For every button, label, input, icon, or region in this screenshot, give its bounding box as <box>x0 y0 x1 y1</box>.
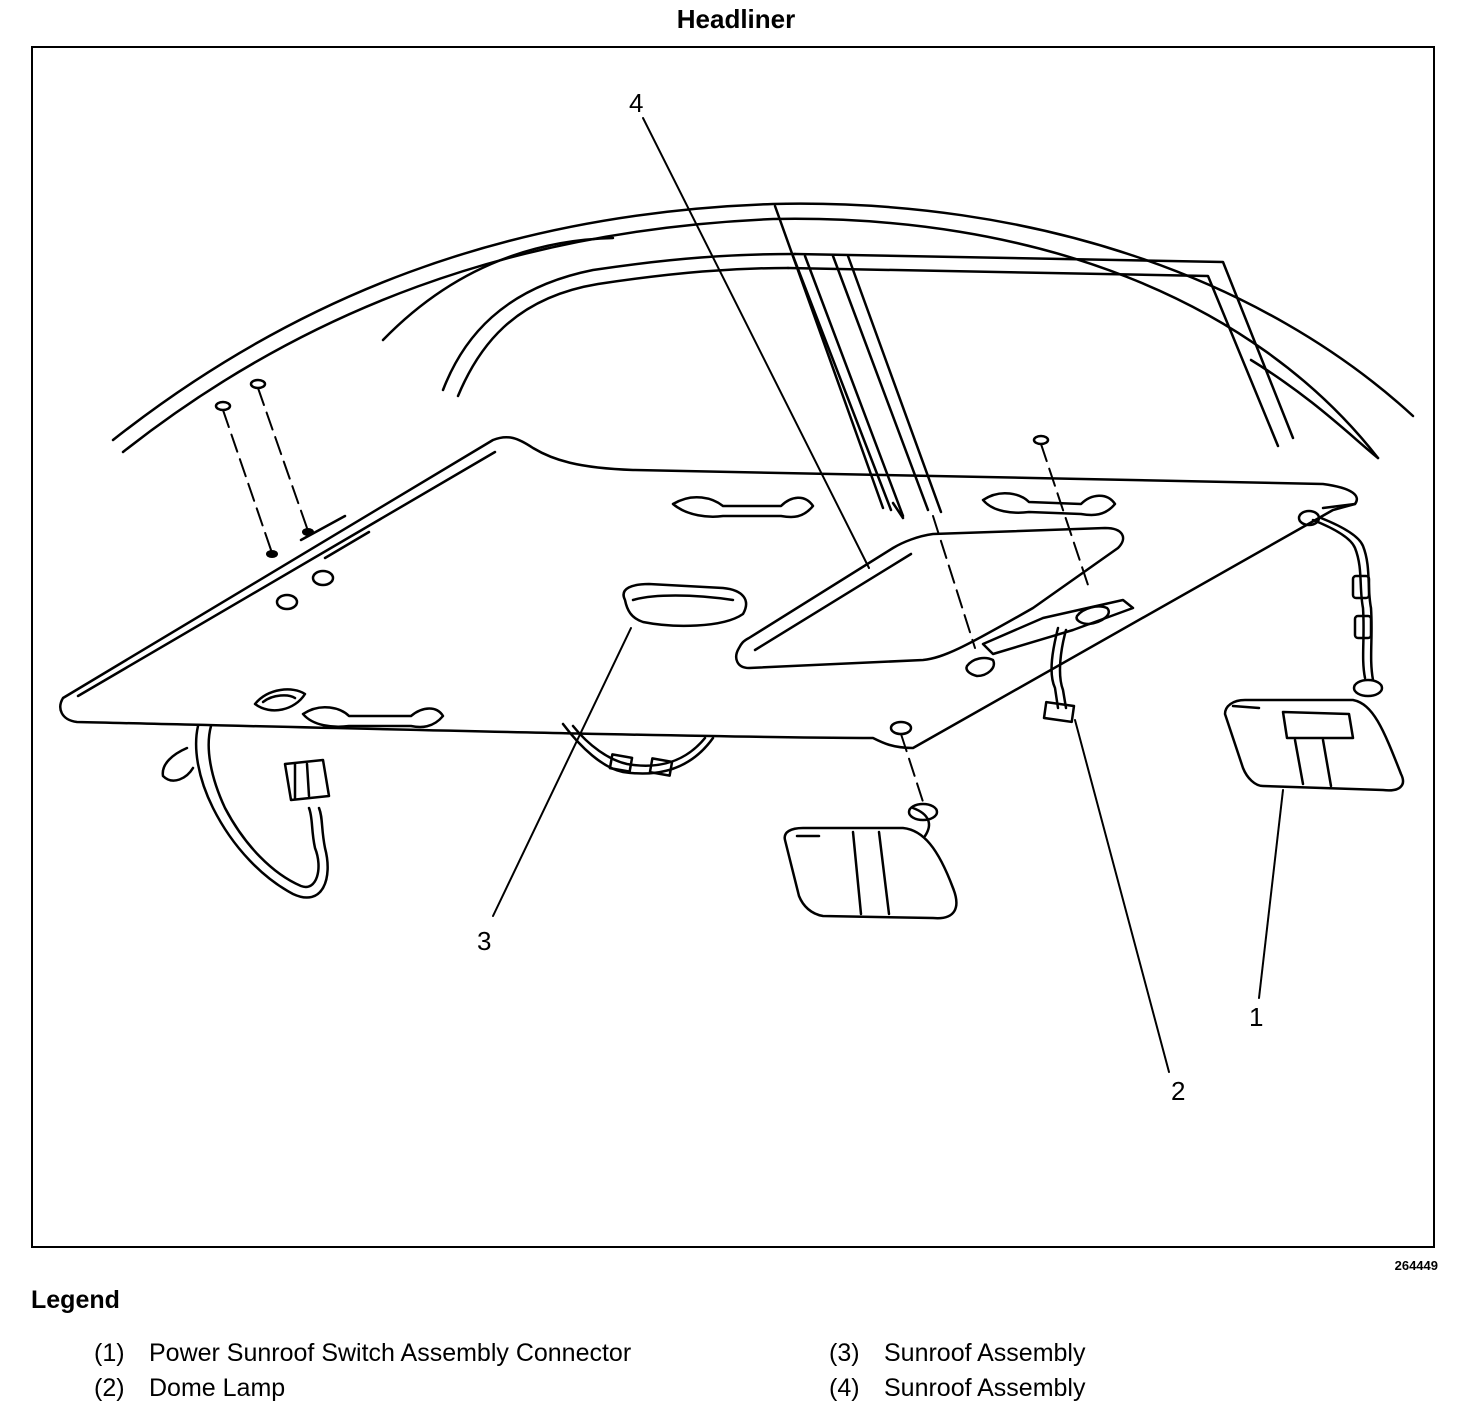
legend-item-number: (1) <box>94 1339 125 1367</box>
window-openings <box>441 252 1380 460</box>
fastener-lines <box>222 387 1090 809</box>
legend-item-label: Dome Lamp <box>149 1374 286 1402</box>
legend-item-number: (4) <box>829 1374 860 1402</box>
legend-item: (4) Sunroof Assembly <box>829 1371 1086 1406</box>
callout-3: 3 <box>477 926 491 956</box>
switch-opening <box>965 598 1135 678</box>
legend-item-number: (3) <box>829 1339 860 1367</box>
legend-item-label: Power Sunroof Switch Assembly Connector <box>149 1339 632 1367</box>
callout-2: 2 <box>1171 1076 1185 1106</box>
legend-column-right: (3) Sunroof Assembly (4) Sunroof Assembly <box>829 1336 1086 1406</box>
callout-4: 4 <box>629 88 643 118</box>
sunroof-opening <box>735 526 1125 670</box>
harness-center <box>561 722 715 777</box>
grab-handles <box>301 492 1117 729</box>
legend-item-label: Sunroof Assembly <box>884 1339 1086 1367</box>
legend-item-number: (2) <box>94 1374 125 1402</box>
figure-id: 264449 <box>1394 1258 1438 1273</box>
legend-item: (1) Power Sunroof Switch Assembly Connect… <box>94 1336 631 1371</box>
legend-heading: Legend <box>31 1286 120 1314</box>
callout-1: 1 <box>1249 1002 1263 1032</box>
headliner-illustration: 4 3 2 1 <box>59 88 1415 1106</box>
visor-wire-right <box>1311 516 1384 698</box>
clips <box>214 378 1321 736</box>
leader-lines <box>492 117 1284 1073</box>
dome-lamp-housing <box>622 582 748 628</box>
sun-visor-left <box>783 802 958 920</box>
legend-item: (3) Sunroof Assembly <box>829 1336 1086 1371</box>
diagram-frame: 4 3 2 1 <box>31 46 1435 1248</box>
legend-column-left: (1) Power Sunroof Switch Assembly Connect… <box>94 1336 631 1406</box>
headliner-panel <box>59 436 1358 750</box>
fastener-heads <box>266 528 314 558</box>
roof-outline <box>111 202 1415 460</box>
b-pillar <box>773 204 943 520</box>
legend-item-label: Sunroof Assembly <box>884 1374 1086 1402</box>
sun-visor-right <box>1223 698 1405 792</box>
dome-lamp-wire <box>1042 626 1076 724</box>
legend-item: (2) Dome Lamp <box>94 1371 631 1406</box>
diagram-title: Headliner <box>676 4 796 34</box>
harness-left <box>161 724 331 899</box>
